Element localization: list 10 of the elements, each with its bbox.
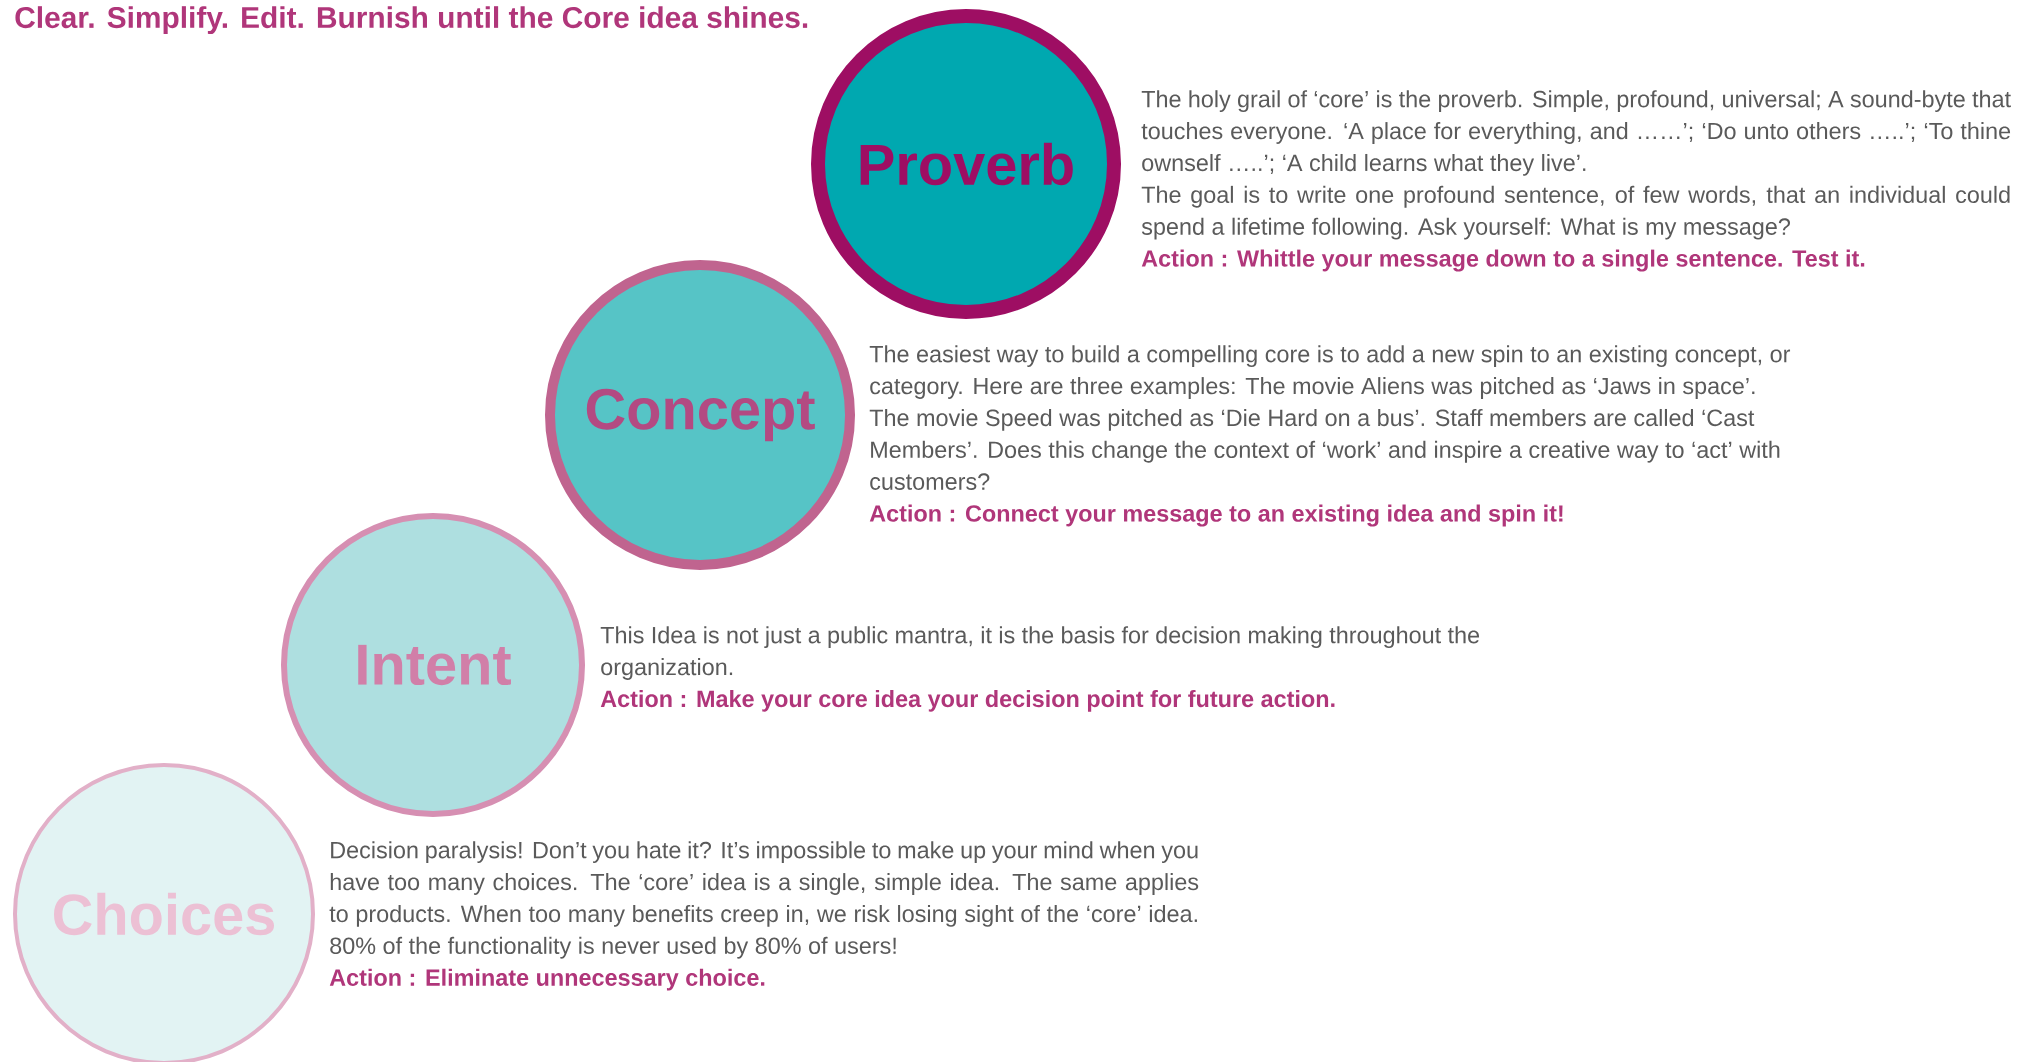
title: Clear. Simplify. Edit. Burnish until the Core idea shines. bbox=[15, 6, 808, 35]
description-text: The goal is to write one profound sentence, of few words, that an individual could spend a lifetime following. Ask yourself: What is my message? bbox=[1141, 185, 2010, 240]
action-text: Action : Whittle your message down to a single sentence. Test it. bbox=[1141, 249, 1865, 272]
description-text: This Idea is not just a public mantra, it is the basis for decision making throughout the organization. bbox=[600, 626, 1480, 680]
action-text: Action : Make your core idea your decision point for future action. bbox=[600, 689, 1335, 712]
action-text: Action : Eliminate unnecessary choice. bbox=[329, 968, 765, 991]
description-text: The easiest way to build a compelling core is to add a new spin to an existing concept, or category. Here are three examples: The movie Aliens was pitched as ‘Jaws in space’. The movie Speed was pitched as ‘Die Hard on a bus’. Staff members are called ‘Cast Members’. Does this change the context of ‘work’ and inspire a creative way to ‘act’ with customers? bbox=[869, 345, 1791, 490]
action-text: Action : Connect your message to an existing idea and spin it! bbox=[869, 504, 1563, 527]
description-text: The holy grail of ‘core’ is the proverb. Simple, profound, universal; A sound-byte that touches everyone. ‘A place for everything, and ……’; ‘Do unto others …..’; ‘To thine ownself …..’; ‘A child learns what they live’. bbox=[1141, 90, 2011, 176]
description-text: Decision paralysis! Don’t you hate it? It’s impossible to make up your mind when you have too many choices. The ‘core’ idea is a single, simple idea. The same applies to products. When too many benefits creep in, we risk losing sight of the ‘core’ idea. 80% of the functionality is never used by 80% of users! bbox=[329, 841, 1199, 959]
